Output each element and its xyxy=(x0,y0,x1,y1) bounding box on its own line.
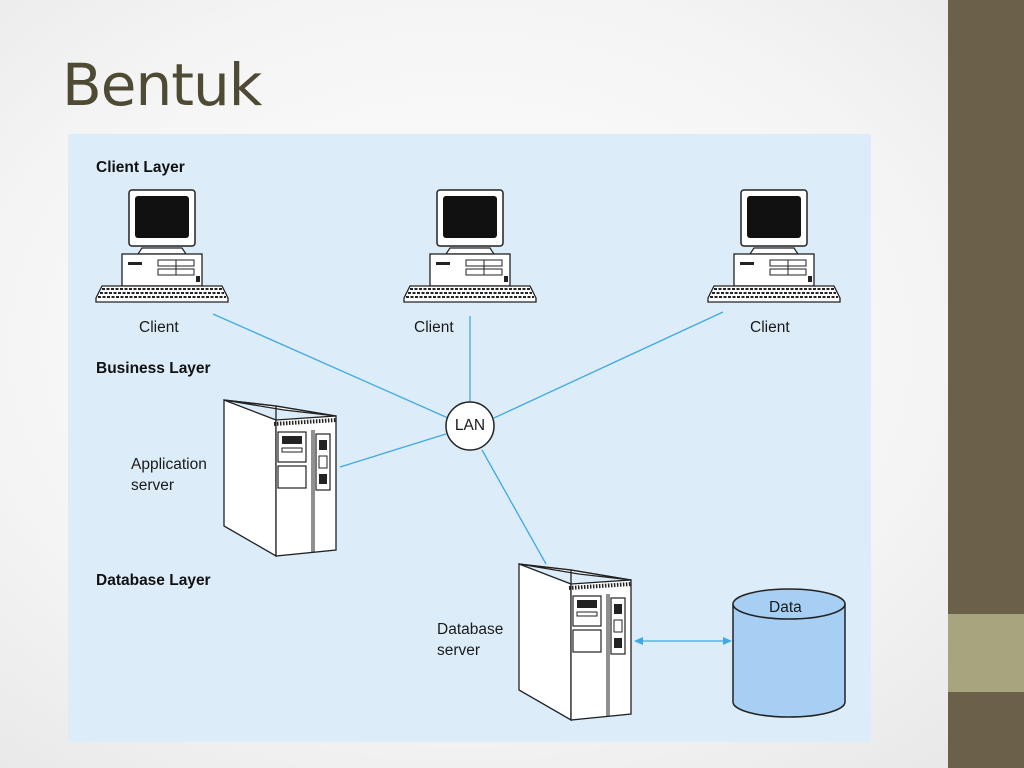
link-app-server-lan xyxy=(339,433,447,468)
application-server-label-line-2: server xyxy=(131,476,175,494)
client-layer-label: Client Layer xyxy=(96,159,185,176)
network-diagram xyxy=(95,189,846,722)
client-computer-2 xyxy=(403,189,537,303)
client-computer-3 xyxy=(707,189,841,303)
link-client-3-lan xyxy=(493,311,724,419)
diagram-panel: Client Layer Business Layer Database Lay… xyxy=(68,134,871,742)
data-cylinder xyxy=(732,588,846,718)
lan-label: LAN xyxy=(454,417,486,434)
lan-hub xyxy=(445,401,495,451)
database-server xyxy=(517,562,633,722)
client-computer-1 xyxy=(95,189,229,303)
application-server-label-line-1: Application xyxy=(131,456,207,473)
client-2-label: Client xyxy=(414,319,454,336)
client-3-label: Client xyxy=(750,319,790,336)
data-label: Data xyxy=(769,599,802,616)
database-server-label-line-1: Database xyxy=(437,621,504,638)
link-client-1-lan xyxy=(212,313,449,419)
application-server xyxy=(222,398,338,558)
database-server-label-line-2: server xyxy=(437,641,481,659)
db-data-arrow xyxy=(634,637,732,645)
client-1-label: Client xyxy=(139,319,179,336)
application-server-label: Application server xyxy=(131,455,207,497)
lan-links xyxy=(212,311,724,565)
link-lan-db-server xyxy=(481,449,547,565)
database-server-label: Database server xyxy=(437,620,503,662)
database-layer-label: Database Layer xyxy=(96,572,211,589)
slide-title: Bentuk xyxy=(62,51,262,119)
side-accent xyxy=(948,614,1024,692)
business-layer-label: Business Layer xyxy=(96,360,211,377)
